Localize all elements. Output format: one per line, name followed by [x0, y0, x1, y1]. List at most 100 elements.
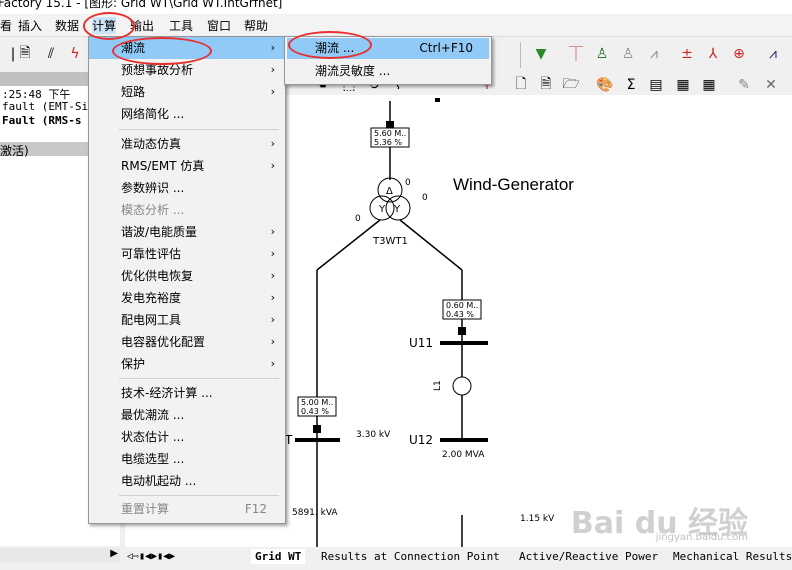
winding-zero: 0	[422, 193, 428, 203]
menu-item-harmonics[interactable]: 谐波/电能质量›	[89, 221, 285, 243]
menu-insert[interactable]: 插入	[18, 19, 43, 33]
menu-item-label: 保护	[121, 357, 146, 371]
output-line: :25:48 下午	[2, 88, 71, 101]
menu-item-label: 状态估计 ...	[121, 430, 185, 444]
table-icon[interactable]: ▤	[649, 77, 663, 93]
voltage-115: 1.15 kV	[520, 514, 555, 524]
sigma-icon[interactable]: Σ	[626, 77, 636, 93]
menu-item-restoration[interactable]: 优化供电恢复›	[89, 265, 285, 287]
plus-icon[interactable]: +	[481, 77, 493, 93]
active-status-text: 激活)	[0, 144, 29, 158]
menu-help[interactable]: 帮助	[244, 19, 269, 33]
delta-icon: Δ	[386, 186, 393, 197]
new-page-icon[interactable]: 🗋	[515, 76, 527, 92]
plot-icon-3[interactable]: ♙	[621, 46, 635, 62]
menu-item-techno-economic[interactable]: 技术-经济计算 ...	[89, 382, 285, 404]
menu-item-optimal-power-flow[interactable]: 最优潮流 ...	[89, 404, 285, 426]
transformer-name: T3WT1	[372, 236, 408, 247]
menu-view[interactable]: 看	[0, 19, 13, 33]
branch-icon[interactable]: ⫽	[47, 46, 55, 62]
rotate-icon[interactable]: ⟲	[367, 77, 379, 93]
right-box-line2: 0.43 %	[446, 310, 474, 319]
menu-item-capacitor-placement[interactable]: 电容器优化配置 ›	[89, 331, 285, 353]
breaker	[458, 327, 466, 335]
menu-item-distribution-tools[interactable]: 配电网工具›	[89, 309, 285, 331]
bus-u11-label: U11	[409, 336, 433, 350]
menu-item-reliability[interactable]: 可靠性评估›	[89, 243, 285, 265]
grid-icon[interactable]: ▦	[702, 77, 716, 93]
menu-shortcut: F12	[244, 502, 267, 516]
menu-separator	[119, 378, 279, 379]
menu-item-parameter-id[interactable]: 参数辨识 ...	[89, 177, 285, 199]
menu-data[interactable]: 数据	[55, 19, 80, 33]
menu-item-protection[interactable]: 保护 ›	[89, 353, 285, 375]
palette-icon[interactable]: 🎨	[596, 77, 614, 93]
calculator-icon[interactable]: ▦	[676, 77, 690, 93]
close-icon[interactable]: ✕	[765, 77, 777, 93]
menu-item-quasi-dynamic[interactable]: 准动态仿真 ›	[89, 133, 285, 155]
flash-icon[interactable]: ϟ	[70, 46, 80, 62]
add-plot-icon[interactable]: ±	[681, 46, 693, 62]
menu-item-motor-starting[interactable]: 电动机起动 ...	[89, 470, 285, 492]
menu-item-label: 电容器优化配置	[121, 335, 206, 349]
menu-separator	[119, 495, 279, 496]
submenu-arrow-icon: ›	[270, 357, 275, 370]
menu-item-load-flow-sensitivity[interactable]: 潮流灵敏度 ...	[287, 61, 489, 82]
bus-u12-label: U12	[409, 433, 433, 447]
submenu-arrow-icon: ›	[270, 335, 275, 348]
submenu-arrow-icon: ›	[270, 247, 275, 260]
right-box-line1: 0.60 M..	[446, 301, 478, 310]
tab-mechanical-results[interactable]: Mechanical Results	[673, 550, 792, 563]
menu-item-label: 技术-经济计算 ...	[121, 386, 213, 400]
submenu-arrow-icon: ›	[270, 137, 275, 150]
menu-item-label: 准动态仿真	[121, 137, 182, 151]
menu-item-contingency[interactable]: 预想事故分析›	[89, 59, 285, 81]
wye-icon: Y	[378, 204, 386, 215]
menu-item-network-reduction[interactable]: 网络简化 ...	[89, 103, 285, 125]
submenu-arrow-icon: ›	[270, 41, 275, 54]
open-folder-icon[interactable]: 🗁	[562, 76, 580, 92]
arrow-down-icon[interactable]: ▼	[535, 46, 547, 62]
menu-item-label: 参数辨识 ...	[121, 181, 185, 195]
diagram-title: Wind-Generator	[453, 175, 574, 194]
tab-nav-icons[interactable]: ◁⇨▮◀▶▮◀▶	[127, 551, 176, 562]
submenu-arrow-icon: ›	[270, 63, 275, 76]
menu-item-reset-calculation: 重置计算 F12	[89, 498, 285, 520]
transformer-box-line1: 5.60 M..	[374, 129, 406, 138]
menu-output[interactable]: 输出	[130, 19, 155, 33]
menu-item-label: 优化供电恢复	[121, 269, 194, 283]
zoom-target-icon[interactable]: ⊕	[733, 46, 745, 62]
scroll-right-icon[interactable]: ▶	[110, 548, 118, 559]
edit-icon[interactable]: ✎	[738, 77, 750, 93]
graph-icon[interactable]: ⌇	[394, 77, 402, 93]
report-icon[interactable]: 🗎	[19, 45, 31, 61]
plot-icon-2[interactable]: ♙	[595, 46, 609, 62]
menu-item-short-circuit[interactable]: 短路›	[89, 81, 285, 103]
plot-icon-1[interactable]: ⏉	[569, 47, 583, 63]
watermark-logo: Bai du 经验	[570, 506, 748, 541]
plot-icon-4[interactable]: ⩘	[650, 46, 658, 62]
menu-item-label: RMS/EMT 仿真	[121, 159, 205, 173]
menu-item-cable-sizing[interactable]: 电缆选型 ...	[89, 448, 285, 470]
page-icon[interactable]: 🗎	[540, 76, 552, 92]
menu-item-adequacy[interactable]: 发电充裕度›	[89, 287, 285, 309]
left-power: 5891. kVA	[292, 508, 338, 518]
menu-item-label: 重置计算	[121, 502, 170, 516]
tab-active-reactive-power[interactable]: Active/Reactive Power	[519, 550, 659, 563]
menu-item-label: 发电充裕度	[121, 291, 182, 305]
left-scrollbar[interactable]: ▶	[0, 548, 120, 562]
toolbar-separator	[520, 42, 521, 68]
menu-window[interactable]: 窗口	[207, 19, 232, 33]
menu-item-label: 模态分析 ...	[121, 203, 185, 217]
page-tabs: ◁⇨▮◀▶▮◀▶ Grid WT Results at Connection P…	[125, 548, 792, 565]
menu-item-state-estimation[interactable]: 状态估计 ...	[89, 426, 285, 448]
tab-results-connection[interactable]: Results at Connection Point	[321, 550, 500, 563]
equation-icon[interactable]: ⩘	[769, 46, 777, 62]
annotation-oval	[288, 31, 372, 59]
menu-item-rms-emt[interactable]: RMS/EMT 仿真›	[89, 155, 285, 177]
cursor-icon[interactable]: ⅄	[708, 46, 718, 62]
menu-tools[interactable]: 工具	[169, 19, 194, 33]
tab-grid-wt[interactable]: Grid WT	[251, 549, 306, 564]
breaker	[313, 425, 321, 433]
line	[399, 219, 463, 271]
